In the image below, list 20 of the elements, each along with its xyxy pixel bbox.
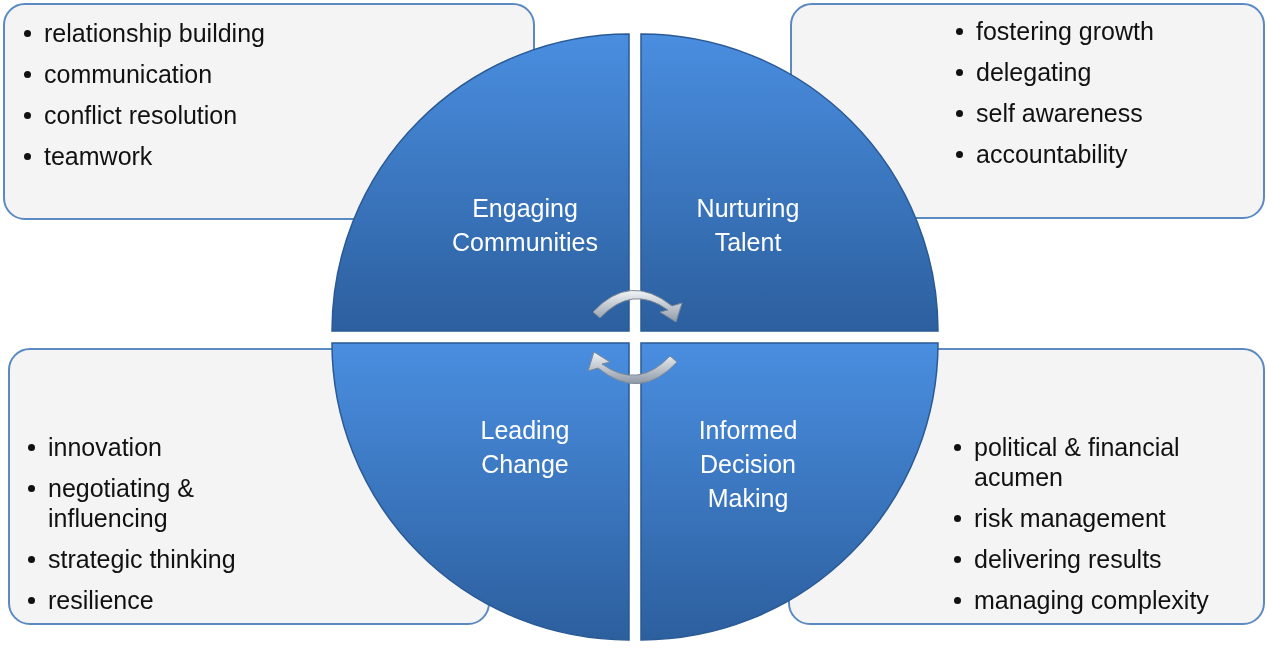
- segment-label: Leading Change: [479, 415, 571, 480]
- bullet-item: risk management: [974, 504, 1166, 532]
- bullet-item: resilience: [48, 586, 154, 614]
- bullet-item: fostering growth: [976, 17, 1154, 45]
- bullet-item: innovation: [48, 433, 162, 461]
- bullet-item: strategic thinking: [48, 545, 236, 573]
- segment-label: Informed Decision Making: [697, 415, 799, 514]
- bullet-item: relationship building: [44, 19, 265, 47]
- bullet-item: communication: [44, 60, 213, 88]
- bullet-item: teamwork: [44, 142, 153, 170]
- segment-label: Nurturing Talent: [695, 193, 801, 258]
- bullet-item: political & financial acumen: [974, 433, 1180, 491]
- bullet-item: negotiating & influencing: [48, 474, 194, 532]
- bullet-item: accountability: [976, 140, 1128, 168]
- bullet-item: delegating: [976, 58, 1092, 86]
- bullet-item: self awareness: [976, 99, 1143, 127]
- segment-label: Engaging Communities: [451, 193, 599, 258]
- bullet-item: delivering results: [974, 545, 1162, 573]
- bullet-item: conflict resolution: [44, 101, 238, 129]
- bullet-item: managing complexity: [974, 586, 1209, 614]
